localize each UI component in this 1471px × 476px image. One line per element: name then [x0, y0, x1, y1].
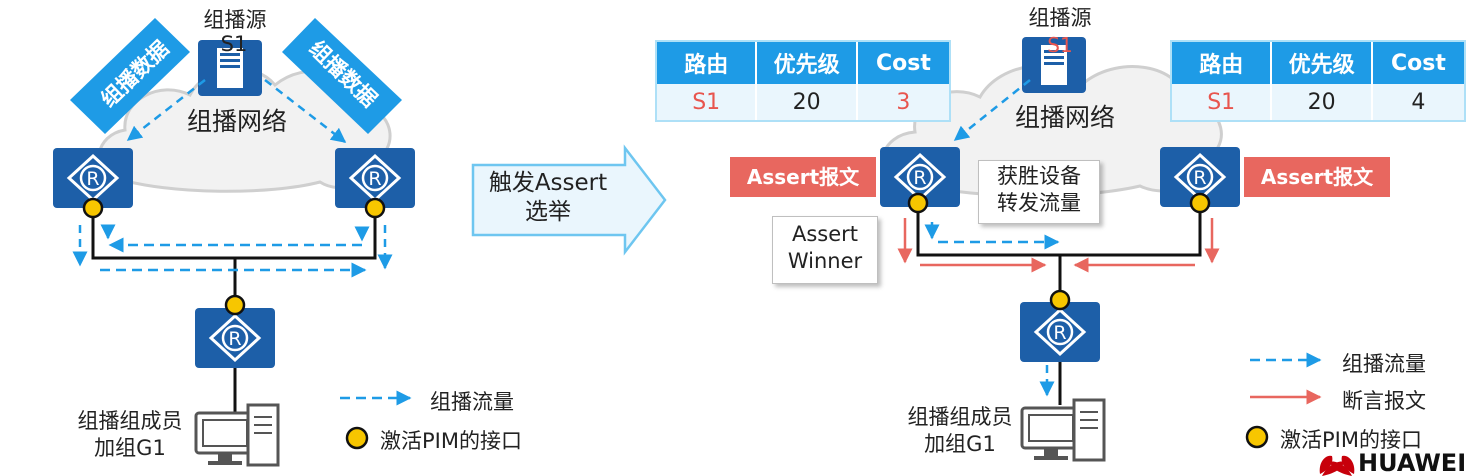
table-left-header-route: 路由 [657, 42, 758, 84]
winner-forwards-line2: 转发流量 [997, 191, 1081, 216]
route-table-left: 路由 优先级 Cost S1 20 3 [657, 42, 949, 120]
left-lan-bus [91, 208, 377, 260]
table-right-header-route: 路由 [1172, 42, 1273, 84]
right-member-line2: 加组G1 [924, 432, 996, 456]
left-flow-source-right [264, 79, 347, 143]
table-left-header-cost: Cost [856, 42, 949, 84]
brand-text: HUAWEI [1358, 449, 1467, 476]
table-right-header-cost: Cost [1371, 42, 1464, 84]
table-left-cost: 3 [856, 84, 949, 120]
left-data-tag-left [70, 18, 190, 134]
assert-winner-line1: Assert [791, 222, 859, 246]
arrow-label-line1: 触发Assert [488, 170, 608, 196]
left-network-label: 组播网络 [186, 107, 287, 136]
left-member-line2: 加组G1 [94, 436, 166, 460]
table-right-route: S1 [1172, 84, 1273, 120]
right-source-label: 组播源 [1028, 6, 1092, 30]
table-right-header-priority: 优先级 [1271, 42, 1373, 84]
left-source-label: 组播源 [203, 8, 267, 32]
right-source-name: S1 [1047, 33, 1073, 57]
left-pim-dot-r2 [364, 197, 386, 219]
left-pim-dot-r1 [82, 197, 104, 219]
assert-message-right: Assert报文 [1244, 157, 1390, 197]
huawei-logo-icon [1319, 455, 1355, 476]
left-legend-pim-text: 激活PIM的接口 [380, 429, 522, 453]
left-member-line1: 组播组成员 [77, 409, 183, 433]
left-member-pc [194, 403, 280, 467]
left-data-tag-right [282, 18, 402, 134]
table-left-header-priority: 优先级 [756, 42, 858, 84]
table-right-priority: 20 [1271, 84, 1373, 120]
right-router-3 [1018, 300, 1102, 364]
right-pim-dot-r1 [907, 192, 929, 214]
route-table-right: 路由 优先级 Cost S1 20 4 [1172, 42, 1464, 120]
right-pim-dot-r3 [1049, 289, 1071, 311]
winner-forwards-line1: 获胜设备 [997, 164, 1081, 188]
assert-winner-callout: Assert Winner [772, 216, 878, 284]
table-right-cost: 4 [1371, 84, 1464, 120]
table-left-route: S1 [657, 84, 758, 120]
right-legend-flow-text: 组播流量 [1342, 352, 1426, 376]
right-flow-source-left [953, 79, 1031, 141]
winner-forwards-callout: 获胜设备 转发流量 [978, 160, 1100, 224]
right-legend-assert-text: 断言报文 [1342, 389, 1426, 413]
left-legend-flow-text: 组播流量 [430, 390, 514, 414]
trigger-assert-arrow [471, 144, 667, 256]
right-member-pc [1020, 398, 1106, 462]
right-legend-pim-dot [1245, 425, 1269, 449]
left-pim-dot-r3 [224, 294, 246, 316]
left-source-name: S1 [220, 32, 248, 56]
table-left-priority: 20 [756, 84, 858, 120]
left-flow-source-left [126, 79, 206, 141]
left-router-3 [193, 306, 277, 370]
right-member-line1: 组播组成员 [907, 405, 1013, 429]
right-network-label: 组播网络 [1014, 103, 1115, 132]
assert-message-left: Assert报文 [730, 157, 876, 197]
assert-winner-line2: Winner [787, 249, 863, 274]
arrow-label-line2: 选举 [525, 199, 571, 225]
right-pim-dot-r2 [1189, 192, 1211, 214]
left-legend-pim-dot [345, 426, 369, 450]
right-legend-pim-text: 激活PIM的接口 [1280, 428, 1422, 452]
